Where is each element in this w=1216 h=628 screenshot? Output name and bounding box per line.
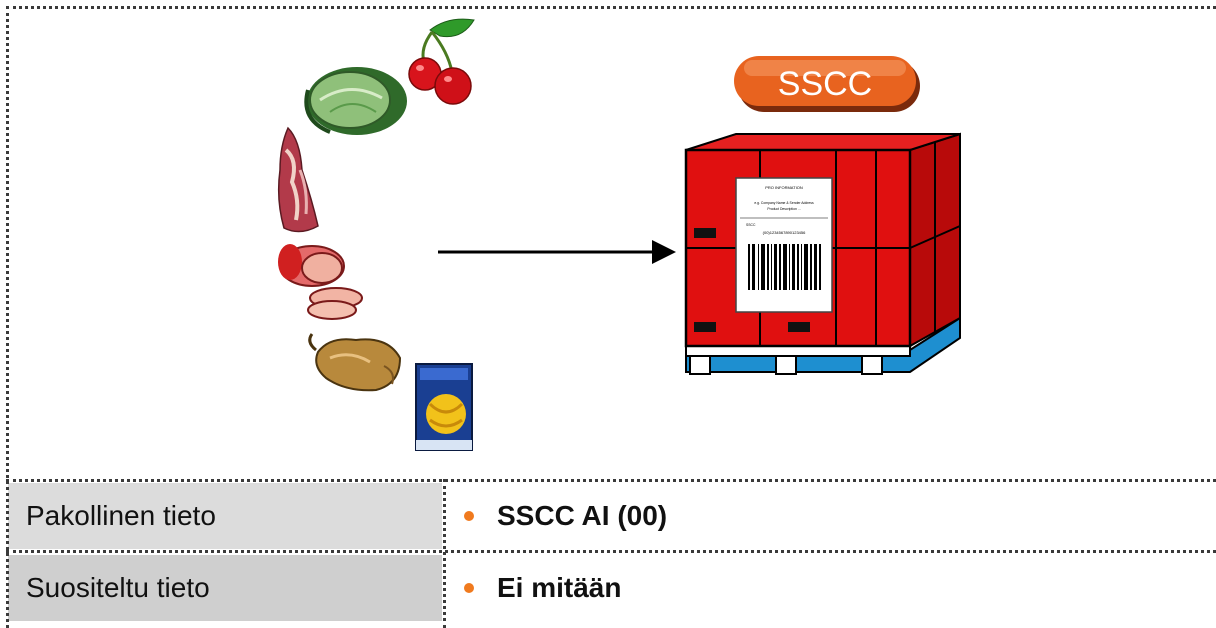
barcode	[748, 244, 821, 290]
meat-icon	[277, 126, 319, 233]
label-line2: e.g. Company Name & Sender Address	[754, 201, 814, 205]
row-value-text: SSCC AI (00)	[497, 500, 668, 531]
sausage-icon	[278, 244, 363, 320]
label-line3: Product Description ...	[767, 207, 800, 211]
divider-rows	[6, 550, 1216, 553]
bullet-icon	[464, 583, 474, 593]
illustration: PRO INFORMATION e.g. Company Name & Send…	[277, 18, 961, 451]
divider-illustration	[6, 479, 1216, 482]
label-line1: PRO INFORMATION	[765, 185, 803, 190]
row-label-text: Pakollinen tieto	[26, 500, 216, 531]
divider-columns	[443, 479, 446, 628]
sscc-badge: SSCC	[734, 56, 920, 112]
chicken-icon	[308, 333, 402, 392]
cabbage-icon	[304, 67, 407, 135]
pallet-icon: PRO INFORMATION e.g. Company Name & Send…	[684, 132, 961, 375]
pasta-package-icon	[415, 363, 473, 451]
row-value-text: Ei mitään	[497, 572, 622, 603]
row-label-recommended: Suositeltu tieto	[8, 555, 442, 621]
row-label-mandatory: Pakollinen tieto	[8, 483, 442, 549]
sscc-badge-label: SSCC	[778, 65, 872, 103]
border-left	[6, 6, 9, 628]
bullet-icon	[464, 511, 474, 521]
label-line5: (00)1234567890123456	[763, 230, 806, 235]
label-line4: SSCC	[746, 223, 756, 227]
row-label-text: Suositeltu tieto	[26, 572, 210, 603]
row-value-recommended: Ei mitään	[446, 555, 1216, 621]
row-value-mandatory: SSCC AI (00)	[446, 483, 1216, 549]
cherry-icon	[408, 18, 475, 105]
border-top	[6, 6, 1216, 9]
arrow-icon	[438, 240, 676, 264]
